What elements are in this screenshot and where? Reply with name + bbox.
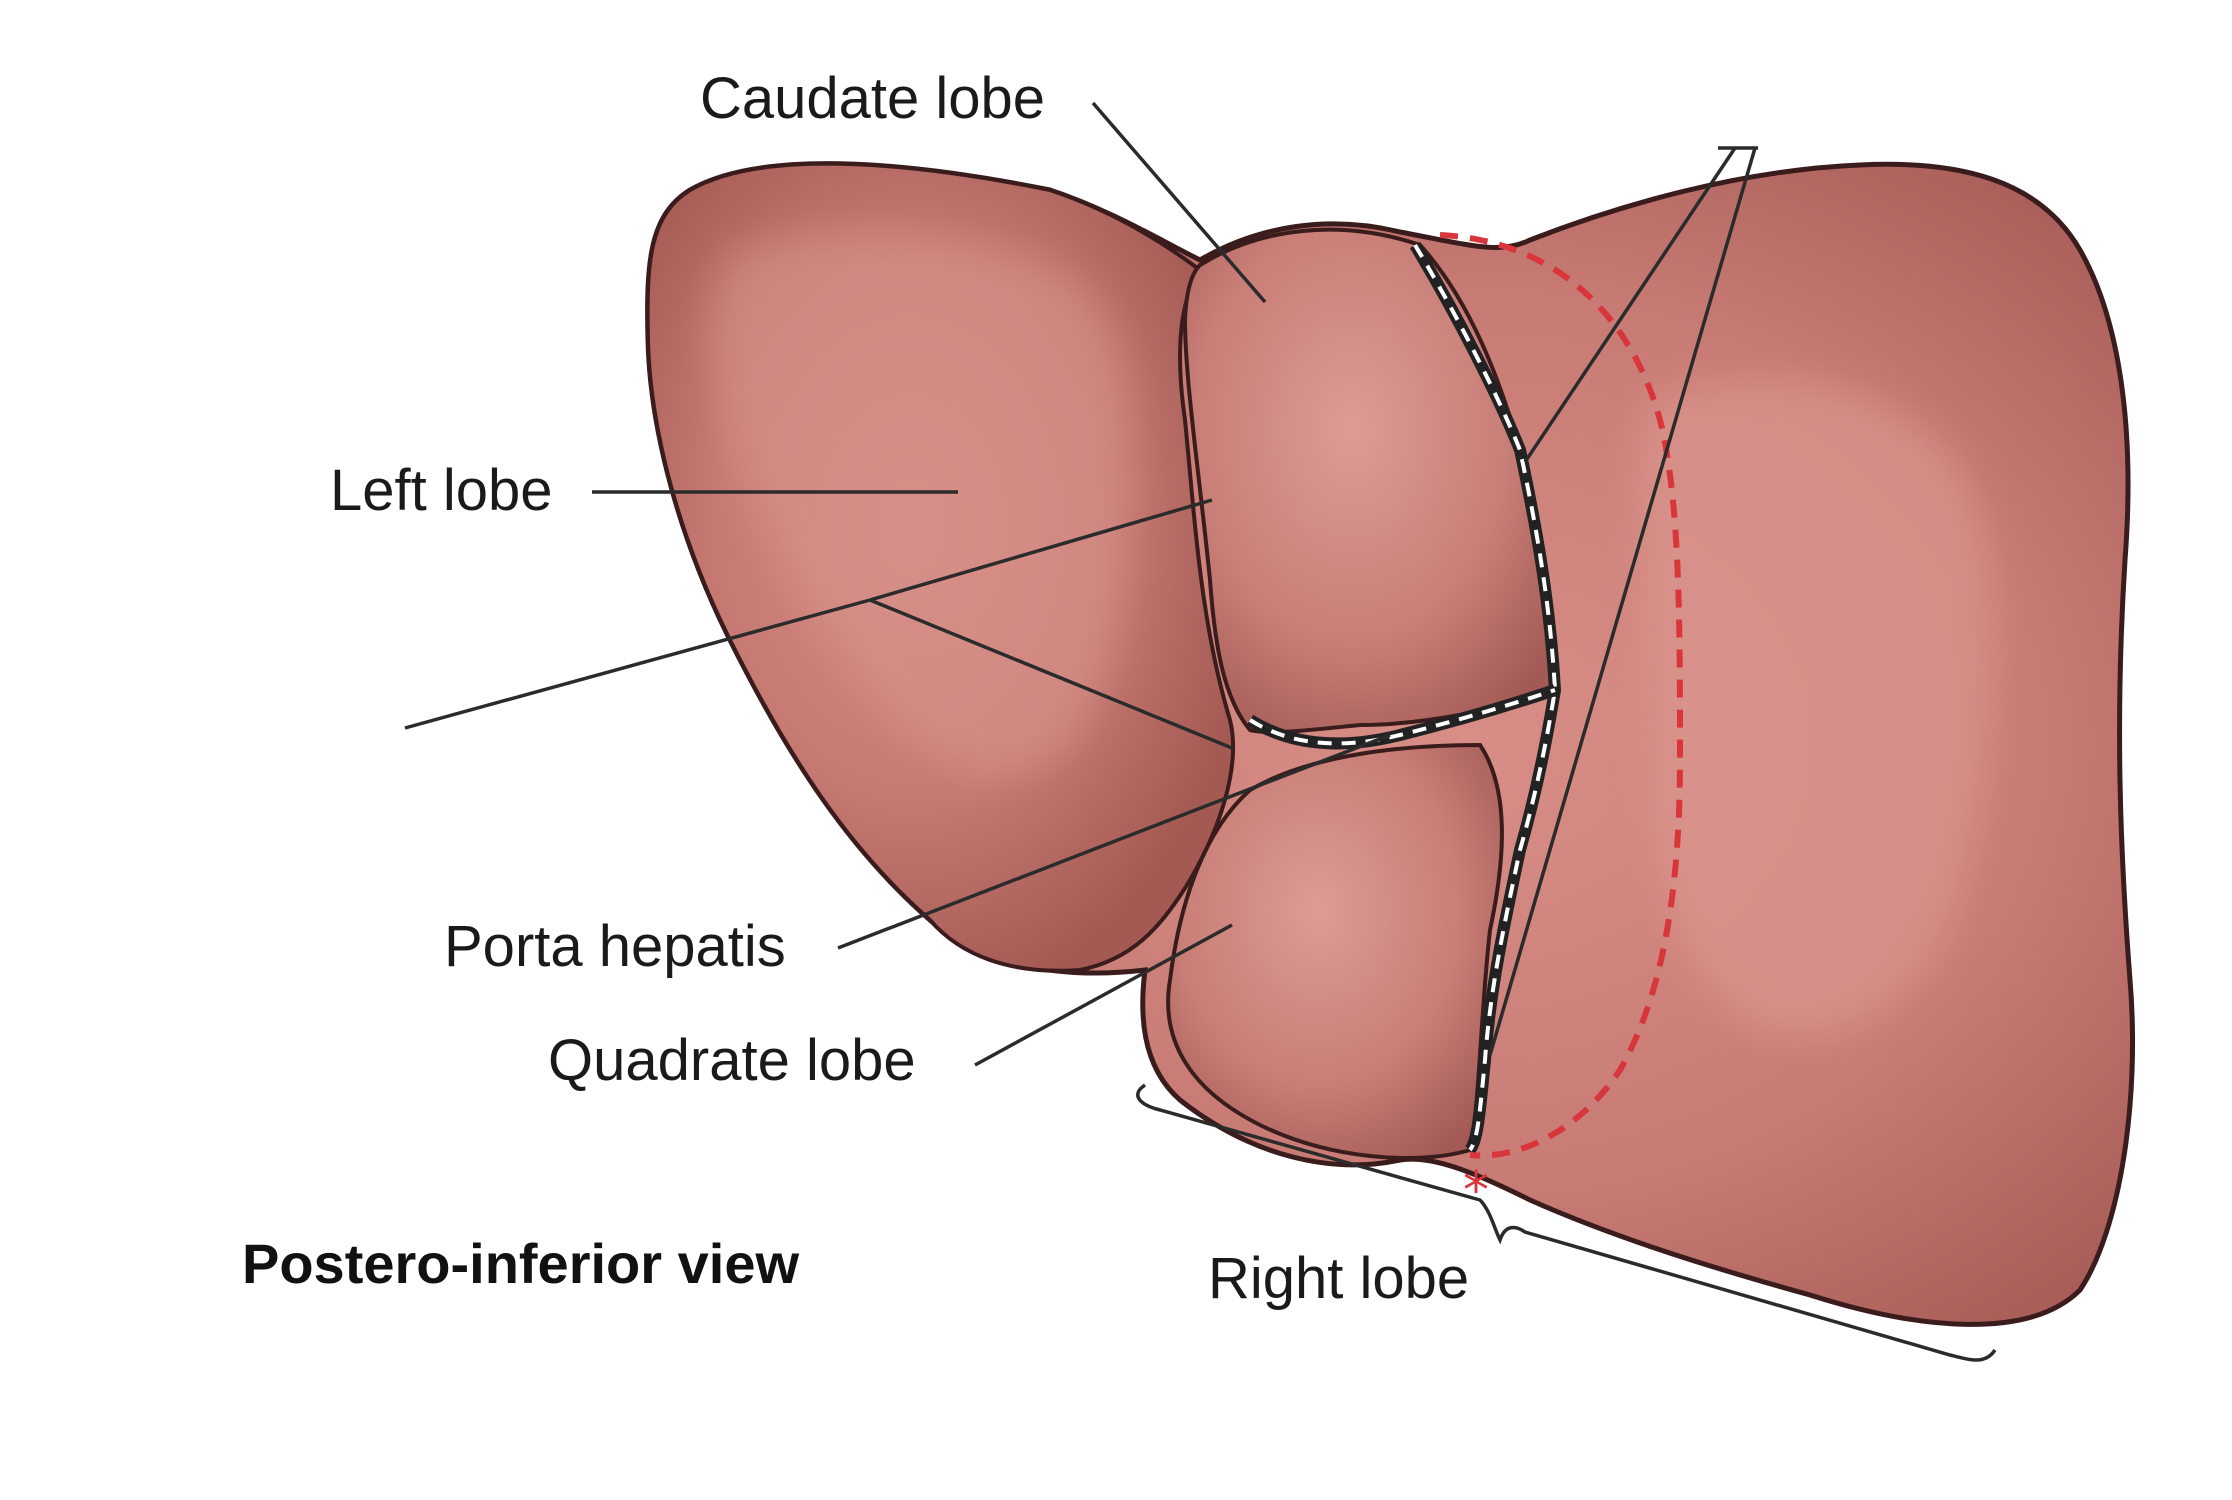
right-lobe-highlight xyxy=(1636,380,1994,1038)
red-asterisk-marker: * xyxy=(1463,1161,1489,1221)
right-lobe-brace xyxy=(1136,1083,1997,1362)
left-lobe-highlight xyxy=(710,232,1130,776)
fissure-lines xyxy=(1246,241,1562,1154)
right-lobe-label: Right lobe xyxy=(1208,1246,1470,1311)
red-dashed-outline xyxy=(1439,232,1684,1159)
leader-lines xyxy=(404,101,1758,1067)
left-lobe-label: Left lobe xyxy=(330,458,553,523)
caudate-lobe-label: Caudate lobe xyxy=(700,66,1046,131)
view-caption: Postero-inferior view xyxy=(242,1232,800,1295)
porta-hepatis-label: Porta hepatis xyxy=(444,914,786,979)
quadrate-lobe-label: Quadrate lobe xyxy=(548,1028,916,1093)
caudate-lobe-shape xyxy=(1182,227,1558,735)
